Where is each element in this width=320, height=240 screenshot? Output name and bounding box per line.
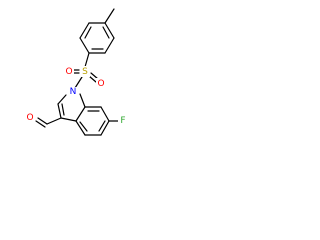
bond-s-o-right-b — [88, 75, 97, 83]
bond-ring-sulfur — [84, 52, 90, 68]
bond-tolyl-inner-1 — [84, 26, 92, 39]
oxygen-left-atom: O — [64, 66, 74, 77]
bond-cho-o-b — [35, 120, 46, 128]
bond-n-c2 — [57, 94, 67, 105]
sulfur-label: S — [82, 67, 88, 77]
molecule-canvas: S O O N O F — [0, 0, 150, 150]
bond-c2-c3-inner — [61, 103, 65, 116]
oxygen-right-label: O — [97, 79, 104, 89]
bond-tolyl-5 — [104, 37, 115, 54]
bond-c2-c3 — [57, 103, 62, 119]
bond-methyl — [104, 8, 115, 24]
atom-labels: S O O N O F — [24, 66, 128, 126]
fluorine-label: F — [120, 116, 125, 126]
bonds — [35, 8, 119, 136]
bond-tolyl-inner-3 — [102, 26, 110, 39]
bond-c3a-c4-inner — [79, 121, 88, 132]
bond-c3-c3a — [60, 117, 77, 122]
bond-c5-c6-inner — [98, 120, 106, 132]
bond-c5-c6 — [100, 120, 110, 136]
bond-tolyl-2 — [79, 22, 90, 39]
bond-c3-cho — [46, 117, 62, 125]
nitrogen-atom: N — [68, 87, 78, 98]
bond-n-c7a — [79, 93, 86, 108]
bond-cho-o-a — [37, 117, 48, 125]
fluorine-atom: F — [118, 115, 128, 126]
sulfur-atom: S — [80, 66, 90, 77]
bond-c6-c7 — [100, 106, 110, 122]
oxygen-aldehyde-atom: O — [24, 113, 34, 124]
bond-sulfur-nitrogen — [74, 76, 83, 89]
oxygen-aldehyde-label: O — [26, 113, 33, 123]
nitrogen-label: N — [70, 87, 77, 97]
bond-c3a-c4 — [75, 120, 86, 136]
bond-c7a-c3a — [75, 106, 86, 122]
structure-drawing: S O O N O F — [24, 8, 128, 136]
oxygen-left-label: O — [65, 67, 72, 77]
bond-tolyl-3 — [79, 37, 90, 54]
oxygen-right-atom: O — [96, 78, 106, 89]
bond-tolyl-6 — [104, 22, 115, 39]
